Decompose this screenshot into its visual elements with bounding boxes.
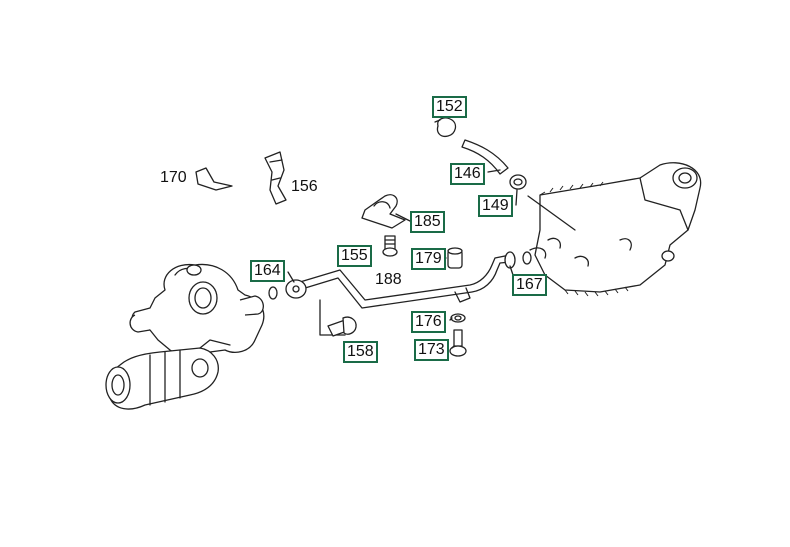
bracket-drawing	[195, 151, 287, 205]
part-label-156: 156	[290, 178, 319, 196]
part-number: 156	[291, 178, 318, 195]
clamp-drawing	[361, 194, 406, 257]
part-callout-146[interactable]: 146	[450, 163, 485, 185]
part-number: 170	[160, 169, 187, 186]
part-label-188: 188	[374, 271, 403, 289]
part-label-170: 170	[159, 169, 188, 187]
part-number: 152	[436, 98, 463, 115]
part-number: 167	[516, 276, 543, 293]
part-callout-176[interactable]: 176	[411, 311, 446, 333]
part-number: 173	[418, 341, 445, 358]
bolt-drawing	[327, 316, 357, 337]
part-number: 188	[375, 271, 402, 288]
part-callout-158[interactable]: 158	[343, 341, 378, 363]
part-number: 176	[415, 313, 442, 330]
part-number: 155	[341, 247, 368, 264]
part-callout-167[interactable]: 167	[512, 274, 547, 296]
part-number: 158	[347, 343, 374, 360]
part-number: 179	[415, 250, 442, 267]
part-number: 185	[414, 213, 441, 230]
part-number: 146	[454, 165, 481, 182]
part-callout-152[interactable]: 152	[432, 96, 467, 118]
part-callout-179[interactable]: 179	[411, 248, 446, 270]
part-callout-155[interactable]: 155	[337, 245, 372, 267]
part-callout-164[interactable]: 164	[250, 260, 285, 282]
hose-drawing	[434, 117, 527, 190]
part-callout-185[interactable]: 185	[410, 211, 445, 233]
washer-bolt-drawing	[449, 313, 467, 357]
part-callout-149[interactable]: 149	[478, 195, 513, 217]
part-number: 164	[254, 262, 281, 279]
pipe-drawing	[268, 251, 532, 336]
pump-housing-drawing	[105, 263, 265, 410]
spacer-drawing	[447, 247, 463, 269]
part-callout-173[interactable]: 173	[414, 339, 449, 361]
part-number: 149	[482, 197, 509, 214]
engine-block-drawing	[527, 162, 702, 297]
